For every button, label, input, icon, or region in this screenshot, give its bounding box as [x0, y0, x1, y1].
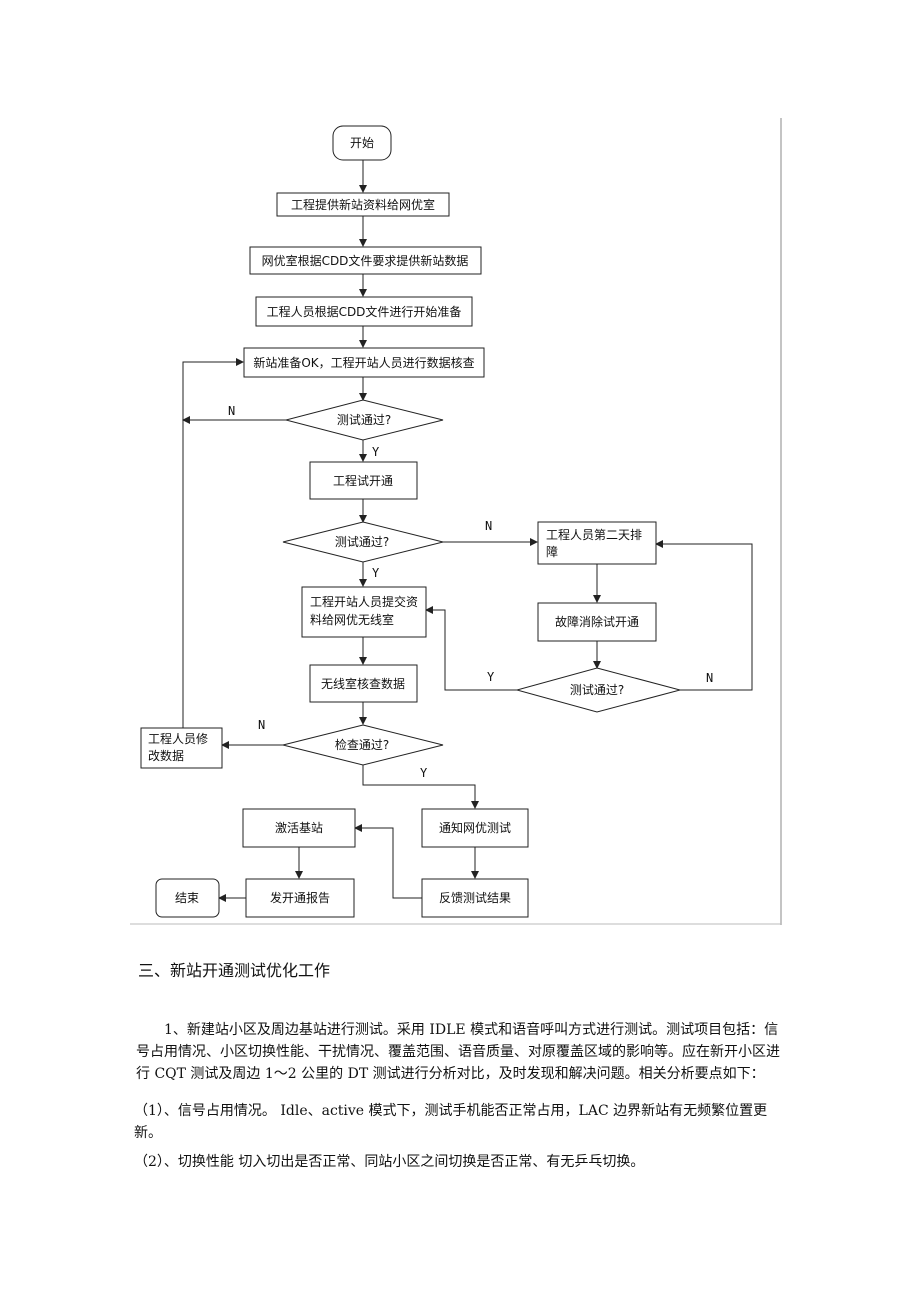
decision-test-pass-2 [282, 521, 444, 563]
step-send-report-label: 发开通报告 [270, 890, 330, 905]
step-next-day-repair [537, 521, 657, 565]
decision-check-pass [282, 724, 444, 766]
step-modify-data-label-1: 工程人员修 [148, 731, 208, 746]
step-wireless-check-label: 无线室核查数据 [321, 676, 405, 691]
step-fault-cleared-label: 故障消除试开通 [555, 614, 639, 629]
paragraph-handover: （2）、切换性能 切入切出是否正常、同站小区之间切换是否正常、有无乒乓切换。 [134, 1154, 645, 1170]
step-trial-open [309, 461, 418, 500]
label-yes-1: Y [372, 445, 380, 459]
step-wireless-check [309, 664, 418, 703]
end-label: 结束 [175, 891, 199, 905]
start-label: 开始 [350, 136, 374, 150]
step-prepare [255, 296, 473, 327]
section-heading: 三、新站开通测试优化工作 [138, 961, 331, 980]
step-feedback-label: 反馈测试结果 [439, 890, 511, 905]
decision-test-pass-1-label: 测试通过? [337, 412, 391, 427]
step-modify-data-label-2: 改数据 [148, 748, 184, 763]
step-submit-materials-label-1: 工程开站人员提交资 [310, 594, 418, 609]
label-no-2: N [485, 519, 492, 533]
step-provide-data [249, 246, 482, 275]
step-next-day-repair-label-2: 障 [546, 544, 558, 559]
step-data-check [243, 347, 485, 378]
label-yes-2: Y [372, 566, 380, 580]
decision-test-pass-3-label: 测试通过? [570, 682, 624, 697]
step-prepare-label: 工程人员根据CDD文件进行开始准备 [267, 304, 462, 319]
step-provide-materials [276, 192, 450, 217]
paragraph-signal-occupancy: （1）、信号占用情况。 Idle、active 模式下，测试手机能否正常占用，L… [134, 1103, 768, 1141]
label-no-4: N [258, 718, 265, 732]
decision-test-pass-1 [284, 399, 444, 441]
decision-test-pass-2-label: 测试通过? [335, 534, 389, 549]
label-yes-4: Y [420, 766, 428, 780]
step-notify-test [421, 808, 529, 848]
step-fault-cleared [537, 602, 657, 642]
step-provide-data-label: 网优室根据CDD文件要求提供新站数据 [262, 253, 469, 268]
flowchart: 开始 工程提供新站资料给网优室 网优室根据CDD文件要求提供新站数据 工程人员根… [130, 118, 782, 925]
paragraph-testing-intro: 1、新建站小区及周边基站进行测试。采用 IDLE 模式和语音呼叫方式进行测试。测… [136, 1022, 780, 1082]
step-submit-materials-label-2: 料给网优无线室 [310, 612, 394, 627]
step-activate-bts [242, 808, 356, 848]
label-no-3: N [706, 671, 713, 685]
decision-check-pass-label: 检查通过? [335, 737, 389, 752]
start-terminator [332, 125, 392, 161]
step-data-check-label: 新站准备OK，工程开站人员进行数据核查 [253, 355, 474, 370]
decision-test-pass-3 [515, 667, 682, 713]
step-send-report [245, 878, 355, 918]
step-next-day-repair-label-1: 工程人员第二天排 [546, 527, 642, 542]
step-trial-open-label: 工程试开通 [333, 473, 393, 488]
label-yes-3: Y [487, 670, 495, 684]
flow-connectors [182, 160, 753, 902]
step-notify-test-label: 通知网优测试 [439, 820, 511, 835]
step-activate-bts-label: 激活基站 [275, 821, 323, 835]
step-provide-materials-label: 工程提供新站资料给网优室 [291, 197, 435, 212]
step-feedback [421, 878, 529, 918]
step-modify-data [140, 727, 223, 769]
label-no-1: N [228, 404, 235, 418]
step-submit-materials [301, 586, 427, 638]
end-terminator [155, 878, 220, 918]
